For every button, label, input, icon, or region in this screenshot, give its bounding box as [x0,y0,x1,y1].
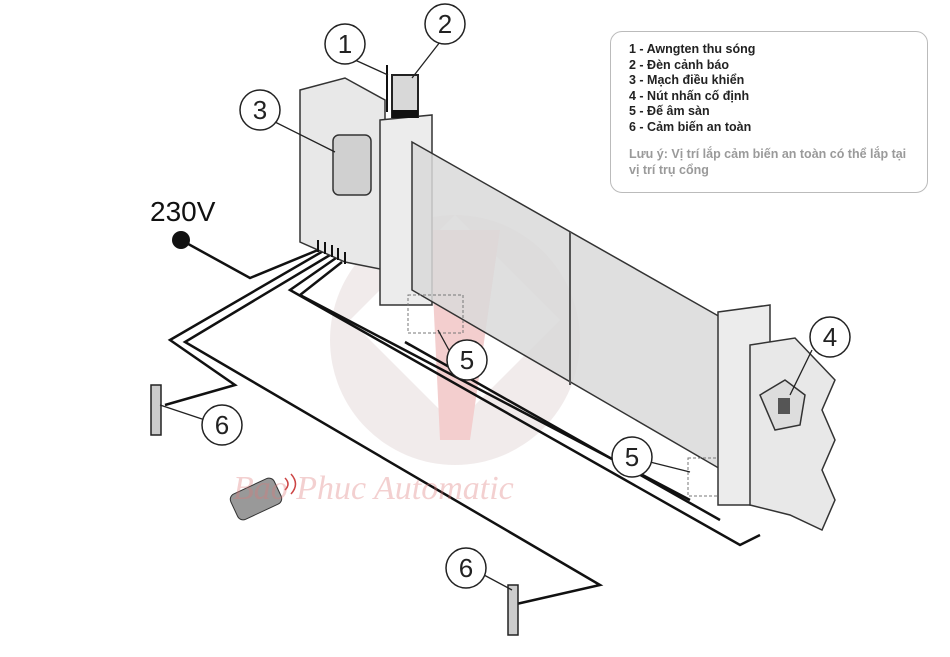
wiring [164,238,761,607]
legend-note: Lưu ý: Vị trí lắp cảm biến an toàn có th… [629,147,907,177]
legend-item: 1 - Awngten thu sóng [629,42,756,56]
callout-leaders [159,41,813,591]
safety-sensor-1 [150,384,162,436]
callout-5a: 5 [460,345,474,375]
callout-6a: 6 [215,410,229,440]
legend-item: 6 - Cảm biến an toàn [629,119,752,134]
callout-1: 1 [338,29,352,59]
legend-item: 4 - Nút nhấn cố định [629,88,750,103]
legend-item: 3 - Mạch điều khiển [629,73,745,87]
legend-item: 2 - Đèn cảnh báo [629,57,730,72]
safety-sensor-2 [507,584,519,636]
power-source-dot [172,231,190,249]
control-box [332,134,372,196]
floor-box-1 [407,294,464,334]
callout-3: 3 [253,95,267,125]
legend-item: 5 - Đế âm sàn [629,104,710,118]
legend-box: 1 - Awngten thu sóng 2 - Đèn cảnh báo 3 … [610,31,928,193]
callout-2: 2 [438,9,452,39]
callout-circles [201,3,851,589]
power-label: 230V [150,196,216,227]
wall-conduits [317,240,346,264]
right-wall [749,337,836,532]
callout-6b: 6 [459,553,473,583]
callout-4: 4 [823,322,837,352]
lamp-base [392,110,418,118]
watermark-text: Bao Phuc Automatic [233,470,514,507]
callout-5b: 5 [625,442,639,472]
remote-control [229,473,297,521]
